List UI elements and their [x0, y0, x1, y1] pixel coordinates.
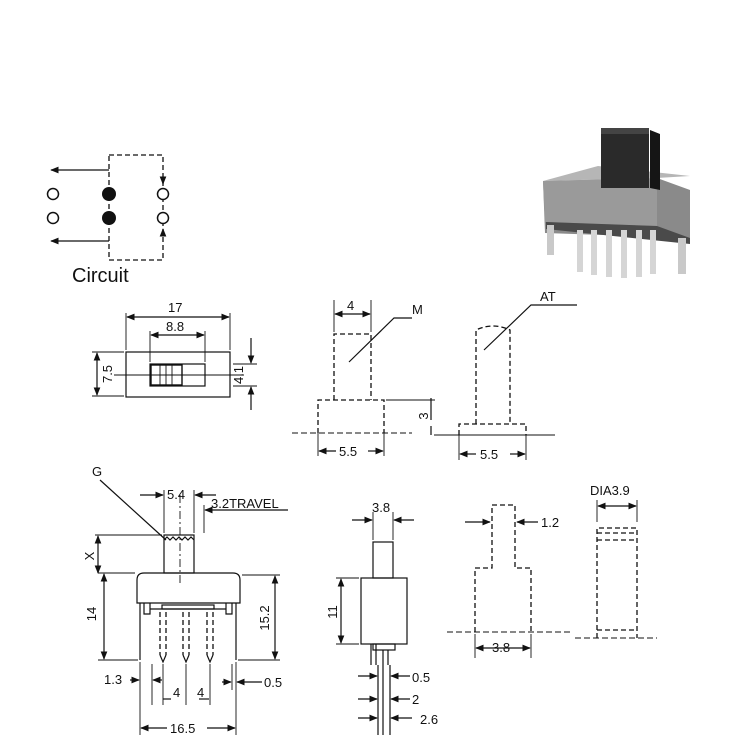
dim-height-14: 14	[84, 607, 99, 621]
dim-pin-1-3: 1.3	[104, 672, 122, 687]
top-view-body	[125, 351, 231, 398]
label-m: M	[412, 302, 423, 317]
circuit-common-terminal	[102, 211, 116, 225]
photo-pin	[650, 230, 656, 274]
dim-side-pin-2-6: 2.6	[420, 712, 438, 727]
photo-pin	[577, 230, 583, 272]
front-body	[136, 572, 241, 604]
actuator-m: 4 M 3 5.5	[292, 298, 435, 459]
dim-side-body-11: 11	[325, 605, 340, 619]
side-view: 3.8 11 0.5 2 2.6	[325, 500, 438, 735]
at-leader	[483, 304, 577, 351]
actuator-at: AT 5.5	[434, 289, 577, 462]
dim-knob-5-4: 5.4	[167, 487, 185, 502]
side-body	[360, 577, 408, 645]
circuit-terminal	[156, 211, 170, 225]
m-knob-outline	[333, 333, 372, 400]
at-base-outline	[458, 423, 527, 435]
side-knob	[372, 541, 394, 579]
round-knob-outline	[596, 527, 638, 638]
dim-side-pin-2: 2	[412, 692, 419, 707]
dim-side-pin-0-5: 0.5	[412, 670, 430, 685]
dim-width-17: 17	[168, 300, 182, 315]
dim-pin-0-5: 0.5	[264, 675, 282, 690]
dim-m-base-5-5: 5.5	[339, 444, 357, 459]
dim-pitch-4b: 4	[197, 685, 204, 700]
dim-body-15-2: 15.2	[257, 605, 272, 630]
dim-body-4-1: 4.1	[231, 366, 246, 384]
dim-x: X	[82, 551, 97, 560]
dim-at-base-5-5: 5.5	[480, 447, 498, 462]
round-knob: DIA3.9	[575, 483, 657, 639]
photo-knob	[601, 128, 649, 188]
g-leader	[99, 479, 167, 541]
dim-side-knob-3-8: 3.8	[372, 500, 390, 515]
front-view: G 5.4 3.2TRAVEL X 14 15.2	[82, 464, 288, 736]
circuit-label: Circuit	[72, 265, 129, 287]
m-leader	[348, 317, 412, 363]
circuit-terminal	[46, 211, 60, 225]
product-photo	[543, 128, 690, 278]
photo-pin	[678, 238, 686, 274]
front-knob	[163, 534, 195, 574]
photo-pin	[591, 230, 597, 275]
photo-pin	[636, 230, 642, 277]
dim-total-16-5: 16.5	[170, 721, 195, 736]
m-base-outline	[317, 399, 385, 433]
circuit-slider-outline	[108, 154, 164, 261]
label-at: AT	[540, 289, 556, 304]
photo-pin	[606, 230, 612, 277]
label-g: G	[92, 464, 102, 479]
photo-pin	[547, 225, 554, 255]
photo-knob-ridge	[601, 128, 649, 134]
circuit-common-terminal	[102, 187, 116, 201]
dim-knob-step-1-2: 1.2	[541, 515, 559, 530]
photo-body	[543, 178, 657, 226]
dim-knob-base-3-8: 3.8	[492, 640, 510, 655]
dim-window-8-8: 8.8	[166, 319, 184, 334]
knob-detail-outline	[474, 504, 532, 632]
dim-height-7-5: 7.5	[100, 365, 115, 383]
dim-m-width-4: 4	[347, 298, 354, 313]
dim-travel: 3.2TRAVEL	[211, 496, 279, 511]
photo-pin	[621, 230, 627, 278]
dim-pitch-4a: 4	[173, 685, 180, 700]
knob-detail: 1.2 3.8	[447, 504, 570, 658]
photo-knob-side	[650, 130, 660, 190]
circuit-terminal	[46, 187, 60, 201]
dim-dia-3-9: DIA3.9	[590, 483, 630, 498]
at-knob-outline	[475, 325, 511, 424]
top-view: 17 8.8 7.5 4.1	[92, 300, 257, 410]
circuit-diagram: Circuit	[46, 154, 170, 287]
circuit-terminal	[156, 187, 170, 201]
dim-m-base-3: 3	[416, 412, 431, 419]
